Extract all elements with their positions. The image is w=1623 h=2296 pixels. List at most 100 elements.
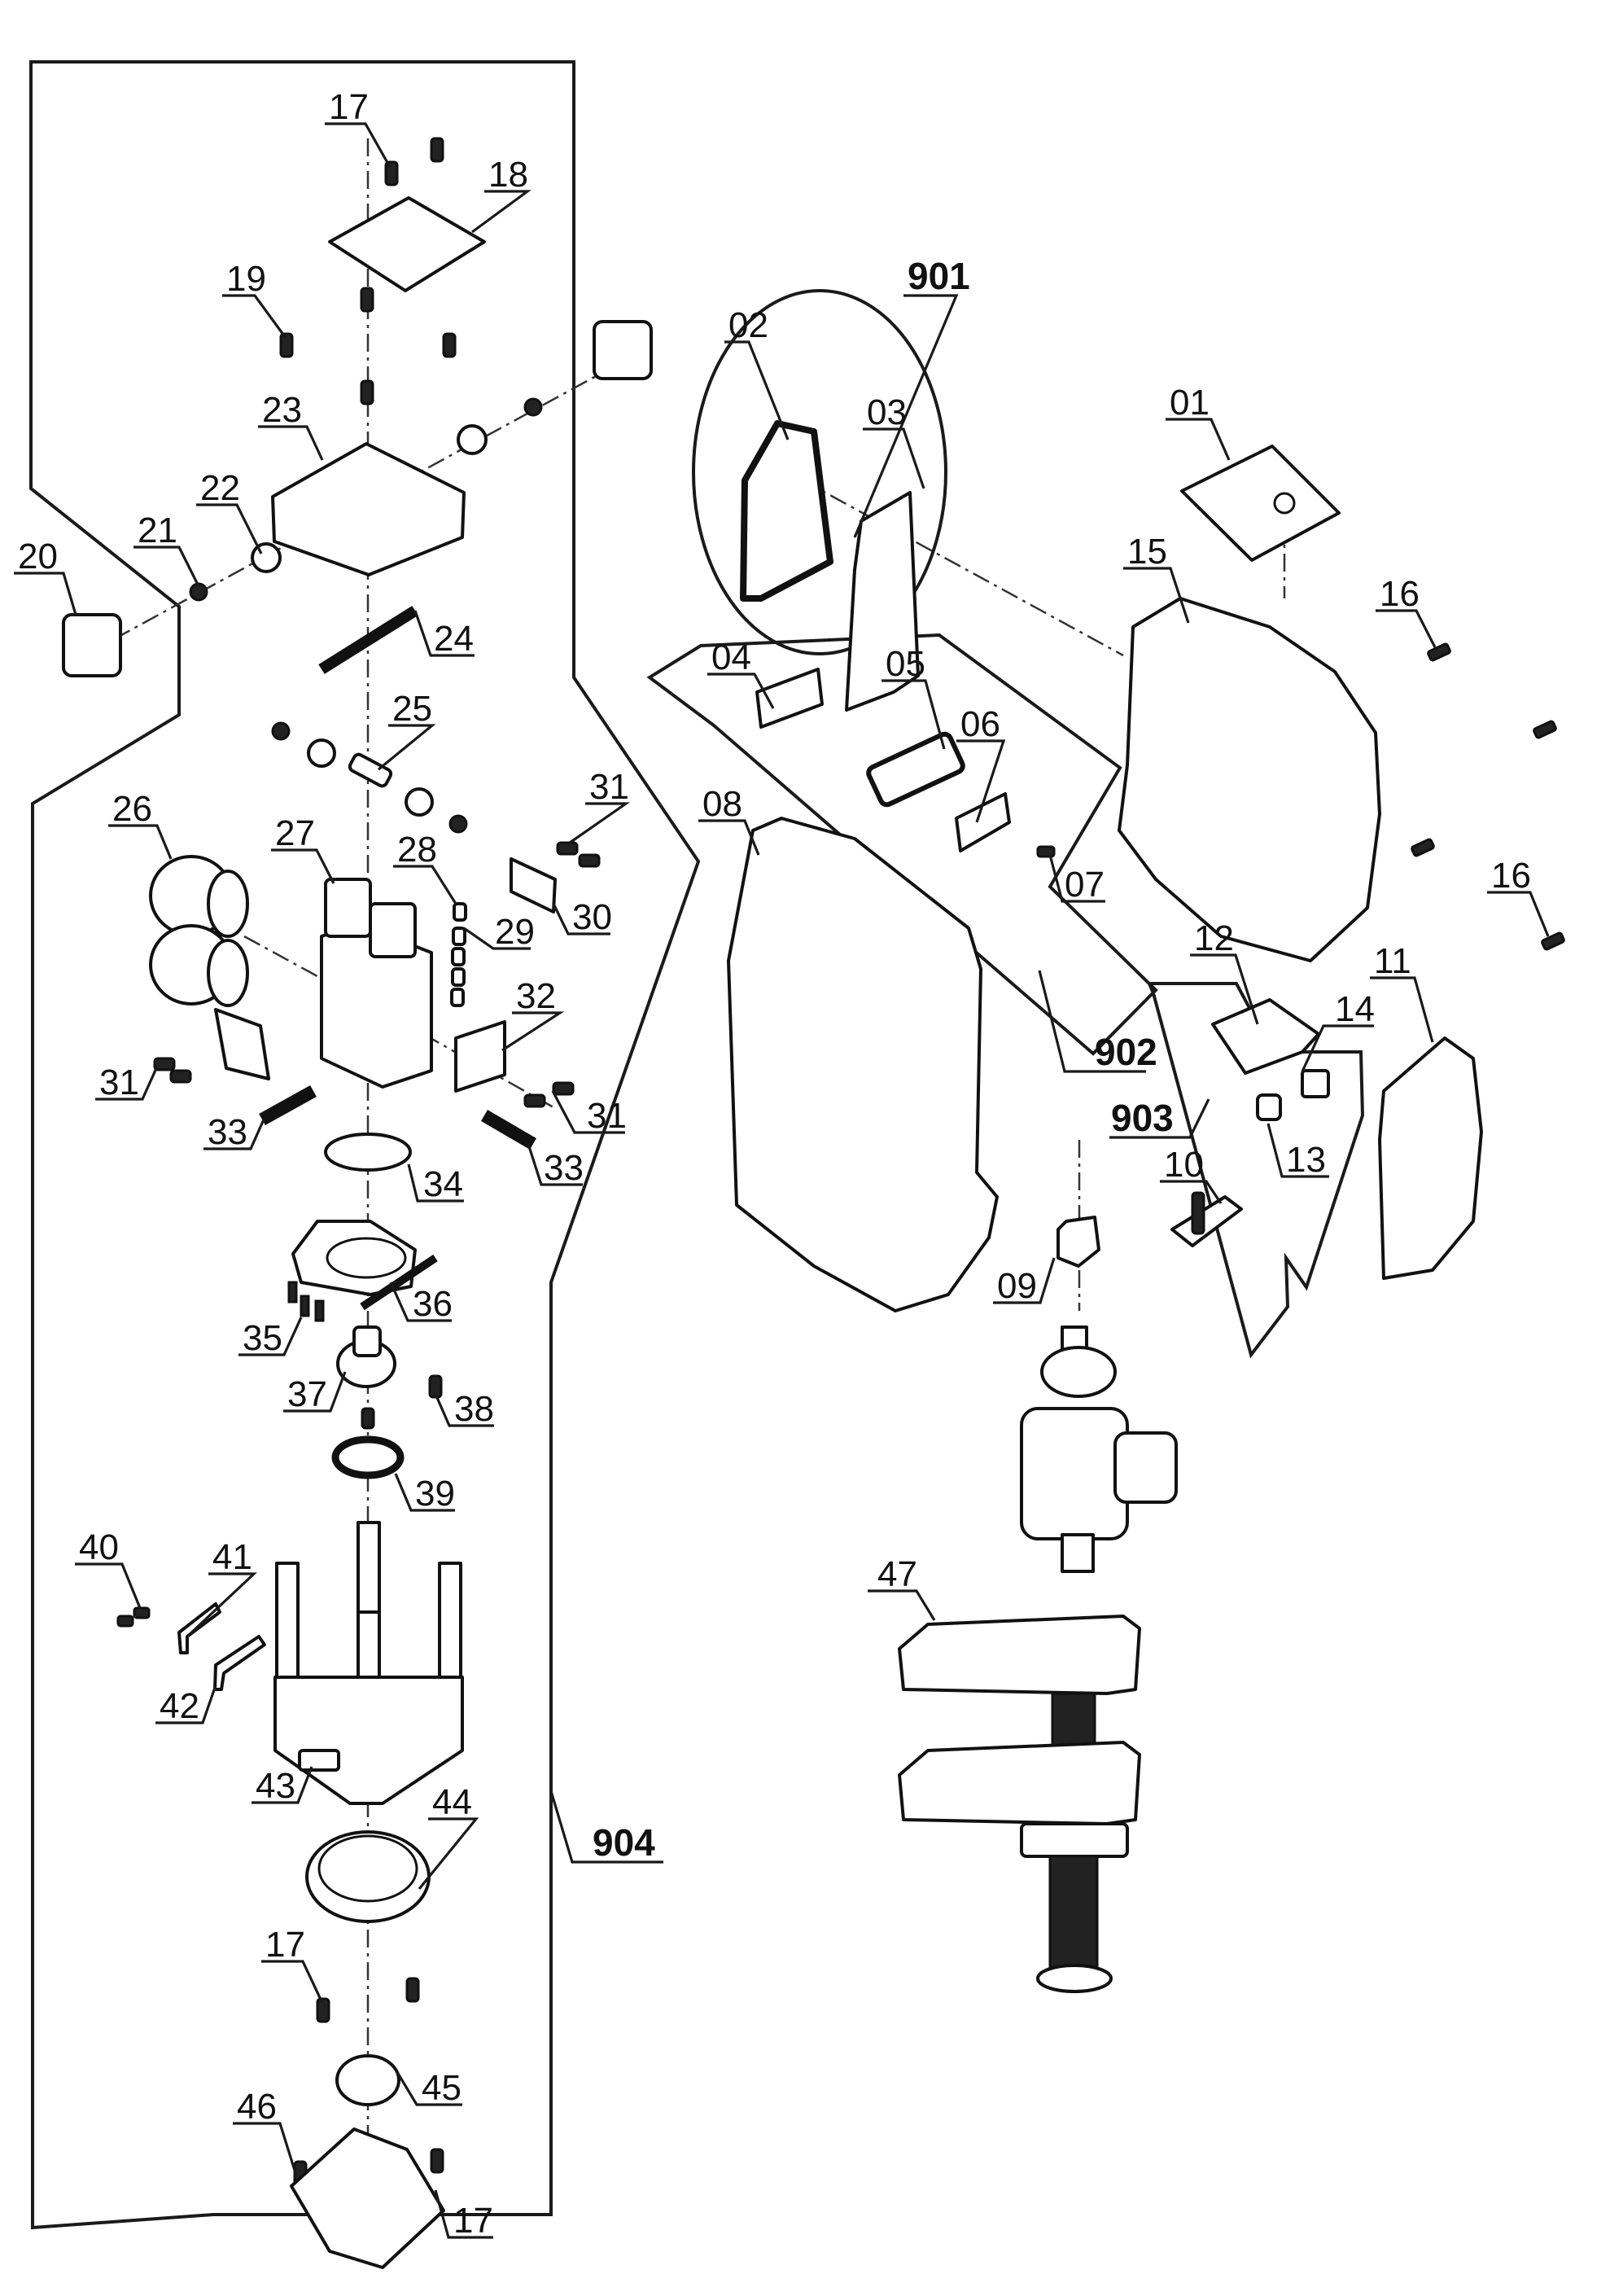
label-part-11: 11 <box>1374 941 1411 981</box>
label-part-47: 47 <box>877 1554 917 1594</box>
label-part-37: 37 <box>287 1374 327 1414</box>
part-24-pin <box>318 606 418 674</box>
label-part-01: 01 <box>1170 383 1210 423</box>
label-part-19: 19 <box>226 259 266 299</box>
part-47-clamp <box>898 1325 1178 1993</box>
part-10-spring <box>1191 1191 1205 1235</box>
label-part-10: 10 <box>1164 1145 1204 1185</box>
label-part-32: 32 <box>516 976 556 1016</box>
leader-lines <box>14 122 1550 2239</box>
part-22-bearing <box>251 542 282 573</box>
label-part-14: 14 <box>1335 989 1375 1029</box>
part-31-screws <box>153 841 601 1108</box>
label-part-46: 46 <box>237 2087 277 2127</box>
label-part-30: 30 <box>572 897 612 937</box>
label-part-22: 22 <box>200 468 240 508</box>
part-07-screw <box>1036 845 1056 858</box>
label-part-27: 27 <box>275 813 315 853</box>
group-902-frame <box>646 633 1158 1056</box>
group-901-frame <box>692 289 947 655</box>
label-part-38: 38 <box>454 1389 494 1429</box>
part-34-gasket <box>324 1133 412 1172</box>
label-part-41: 41 <box>212 1537 252 1577</box>
part-39-ring <box>331 1435 405 1479</box>
part-03-window-glass <box>845 491 920 712</box>
part-27-block-top-right <box>369 902 417 958</box>
part-13-contact <box>1256 1093 1282 1121</box>
part-labels: 17 18 19 23 22 21 20 24 25 26 27 28 29 3… <box>18 87 1531 2241</box>
part-44-ring-inner <box>317 1834 418 1903</box>
label-part-02: 02 <box>728 305 768 345</box>
label-part-25: 25 <box>392 689 432 729</box>
part-22-bearing-right <box>457 424 488 455</box>
label-part-20: 20 <box>18 537 58 576</box>
label-group-902: 902 <box>1095 1031 1157 1073</box>
label-part-33-right: 33 <box>544 1148 584 1188</box>
part-32-plate <box>454 1020 506 1093</box>
label-part-24: 24 <box>434 619 474 659</box>
part-44-ring <box>305 1830 431 1923</box>
part-21-nut-right <box>523 397 543 417</box>
part-16-screws <box>1411 642 1565 951</box>
part-33-spring-left <box>259 1085 317 1125</box>
label-part-09: 09 <box>997 1266 1037 1306</box>
part-18-pcb <box>328 196 486 292</box>
label-part-17: 17 <box>329 87 369 127</box>
label-part-39: 39 <box>415 1474 455 1514</box>
part-15-housing-rear <box>1118 597 1381 962</box>
part-35-set-screws <box>287 1281 325 1322</box>
part-46-base-plate <box>290 2127 445 2269</box>
part-20-bracket <box>62 613 122 677</box>
label-part-40: 40 <box>79 1527 119 1567</box>
part-25-pivot-assembly <box>271 721 468 834</box>
label-part-45: 45 <box>422 2068 462 2108</box>
label-part-18: 18 <box>488 155 528 195</box>
group-labels: 901 902 903 904 <box>593 255 1174 1864</box>
part-36-pin <box>360 1254 438 1311</box>
part-27-block-top-left <box>324 878 372 938</box>
label-part-31-left: 31 <box>99 1063 139 1102</box>
part-side-plate-left <box>214 1008 270 1080</box>
part-45-cap <box>335 2054 400 2106</box>
label-part-12: 12 <box>1194 918 1234 958</box>
label-part-28: 28 <box>397 830 437 870</box>
label-part-17-mid: 17 <box>265 1925 305 1965</box>
axis-left-horizontal <box>113 369 607 641</box>
label-part-21: 21 <box>138 510 177 550</box>
part-30-plate <box>510 857 557 914</box>
part-37-pulley-hub <box>352 1325 382 1357</box>
part-02-window-frame <box>740 420 833 602</box>
label-part-03: 03 <box>867 392 907 432</box>
label-part-04: 04 <box>711 638 751 677</box>
part-26-laser-modules <box>149 855 249 1007</box>
part-14-contact <box>1301 1069 1330 1098</box>
part-28-29-pins <box>450 902 467 1007</box>
part-04-lens-holder <box>755 668 824 729</box>
group-904-frame <box>29 60 701 2230</box>
part-43-chassis <box>273 1521 464 1805</box>
label-part-15: 15 <box>1127 532 1167 572</box>
label-part-35: 35 <box>243 1318 282 1358</box>
label-part-42: 42 <box>160 1686 199 1726</box>
label-part-05: 05 <box>886 644 925 684</box>
part-01-label <box>1180 445 1341 562</box>
label-part-44: 44 <box>432 1782 472 1822</box>
label-part-36: 36 <box>413 1284 453 1324</box>
part-33-spring-right <box>480 1110 537 1150</box>
part-23-mount-block <box>271 442 466 576</box>
part-09-nut <box>1056 1216 1100 1268</box>
label-part-16-top: 16 <box>1380 574 1420 614</box>
label-part-31-right: 31 <box>587 1096 627 1136</box>
label-part-31-top: 31 <box>589 767 629 807</box>
label-group-901: 901 <box>908 255 970 297</box>
axis-window-diagonal <box>772 462 1124 657</box>
part-40-41-42-contacts <box>116 1602 266 1691</box>
label-part-13: 13 <box>1286 1140 1326 1180</box>
part-20-bracket-right <box>593 320 653 380</box>
part-11-battery-cover <box>1378 1036 1483 1280</box>
label-part-33-left: 33 <box>208 1112 247 1152</box>
part-01-hole <box>1273 492 1296 515</box>
part-12-switch <box>1211 998 1320 1075</box>
axis-block-left <box>243 935 335 987</box>
